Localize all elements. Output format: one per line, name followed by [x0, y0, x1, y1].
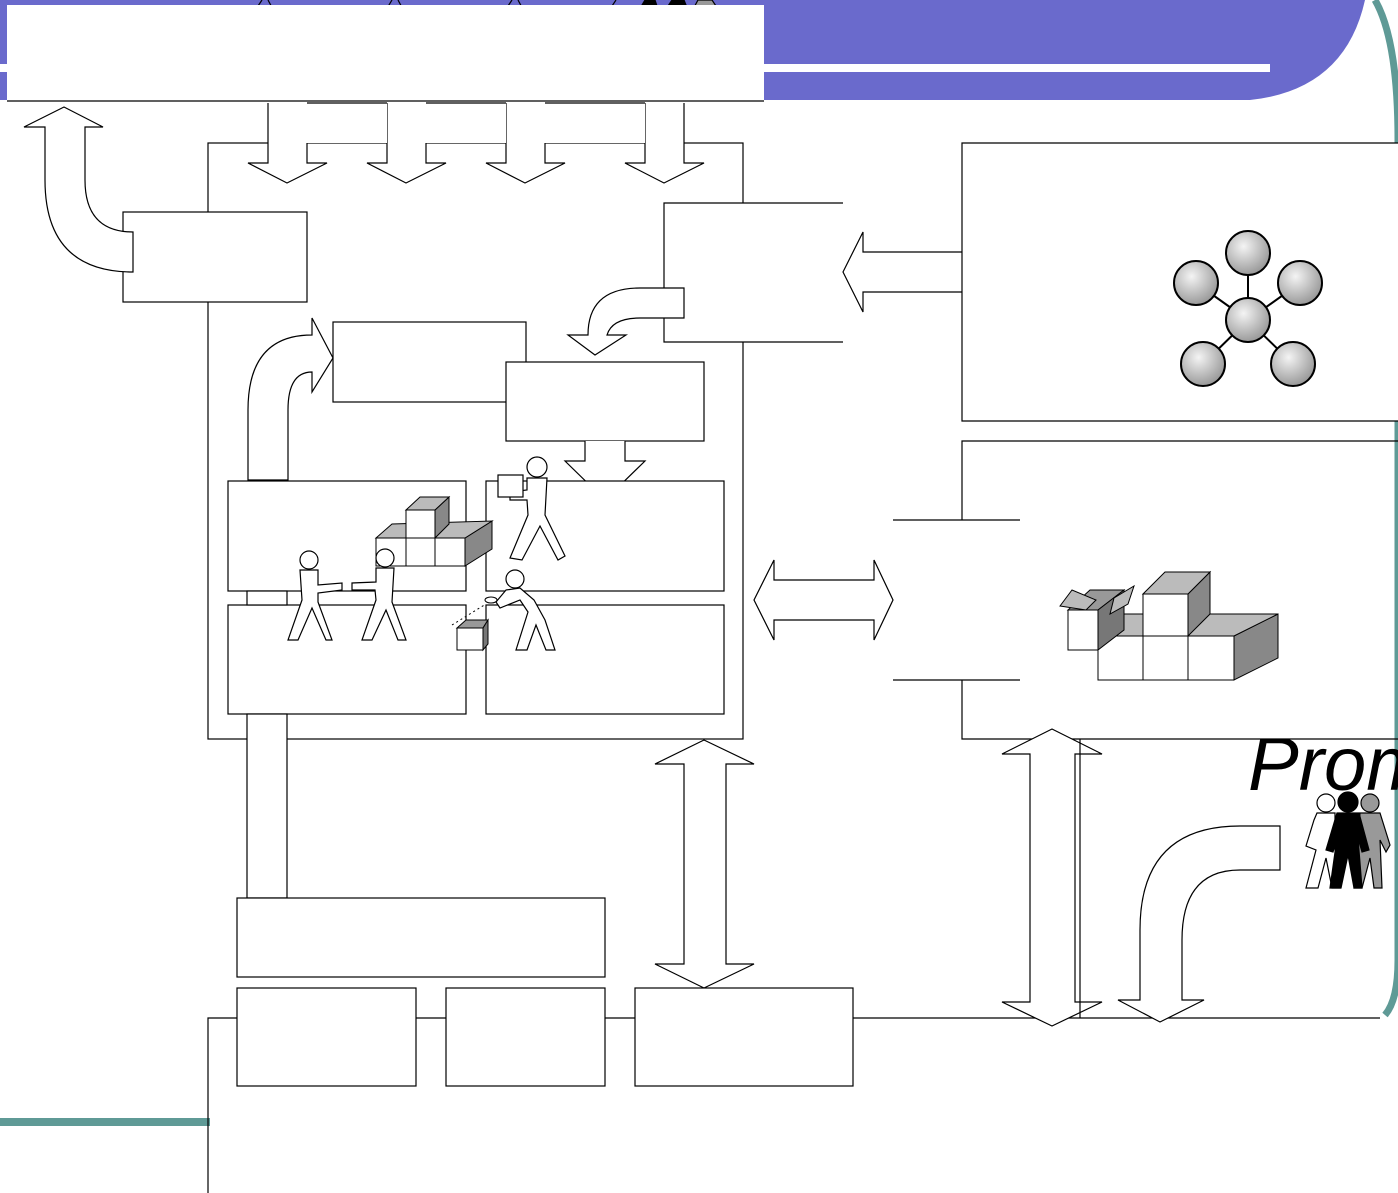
- vertical-connector: [246, 713, 288, 899]
- stacked-boxes-icon: [1059, 570, 1279, 681]
- inventory-panel: [961, 440, 1398, 740]
- work-cell-bottom-left: [227, 604, 467, 715]
- curved-arrow-from-input: [566, 287, 685, 356]
- right-input-box: [663, 202, 843, 343]
- curved-arrow-people: [1117, 825, 1281, 1023]
- down-arrow-4: [624, 103, 705, 184]
- bottom-box-2: [445, 987, 606, 1087]
- workers-icon: [287, 456, 566, 651]
- bottom-box-3: [634, 987, 854, 1087]
- left-output-box: [122, 211, 308, 303]
- down-arrow-2: [366, 103, 447, 184]
- bottom-box-1: [236, 987, 417, 1087]
- curved-arrow-into-center: [247, 317, 334, 481]
- open-box-icon: [451, 596, 498, 652]
- down-arrow-3: [485, 103, 566, 184]
- bottom-baseline: [207, 1017, 1380, 1193]
- curved-up-arrow-left: [23, 106, 134, 273]
- top-header-box: [7, 5, 764, 101]
- upper-center-box: [332, 321, 527, 403]
- cell-boxes-icon: [374, 495, 494, 567]
- people-group-icon: [1305, 791, 1391, 889]
- bidirectional-arrow-horizontal: [753, 559, 894, 641]
- bottom-wide-box: [236, 897, 606, 978]
- left-arrow-network: [842, 231, 983, 313]
- bidirectional-arrow-vertical-right: [1001, 728, 1103, 1027]
- down-arrow-1: [247, 103, 328, 184]
- bidirectional-arrow-vertical-center: [654, 739, 755, 989]
- work-cell-bottom-right: [485, 604, 725, 715]
- network-hub-icon: [1173, 230, 1323, 387]
- upper-right-inner-box: [505, 361, 705, 442]
